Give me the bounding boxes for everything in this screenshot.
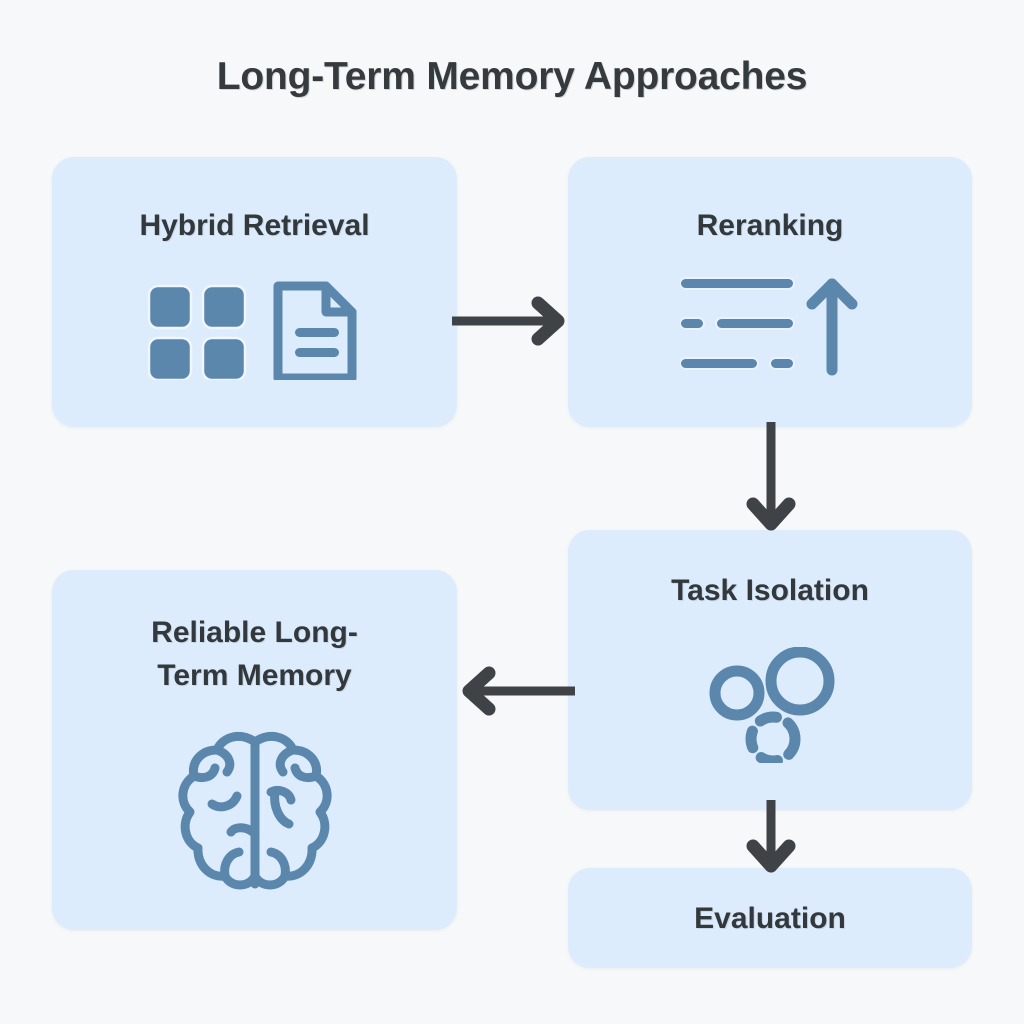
node-reliable-long-term-memory[interactable]: Reliable Long- Term Memory <box>52 570 457 930</box>
page-title: Long-Term Memory Approaches <box>216 55 808 98</box>
node-label-evaluation: Evaluation <box>694 902 846 935</box>
separated-circles-icon <box>568 645 972 765</box>
arrow-task-isolation-to-reliable-long-term-memory <box>455 662 577 720</box>
node-hybrid-retrieval[interactable]: Hybrid Retrieval <box>52 157 457 427</box>
sorted-lines-up-arrow-icon <box>568 269 972 379</box>
node-label-reranking: Reranking <box>696 209 844 242</box>
node-label-task-isolation: Task Isolation <box>671 574 869 607</box>
node-task-isolation[interactable]: Task Isolation <box>568 530 972 810</box>
node-evaluation[interactable]: Evaluation <box>568 868 972 968</box>
node-label-hybrid-retrieval: Hybrid Retrieval <box>139 209 370 242</box>
arrow-reranking-to-task-isolation <box>742 420 800 538</box>
node-reranking[interactable]: Reranking <box>568 157 972 427</box>
arrow-hybrid-retrieval-to-reranking <box>450 292 572 350</box>
arrow-task-isolation-to-evaluation <box>742 800 800 880</box>
node-label-reliable-long-term-memory: Reliable Long- Term Memory <box>151 616 358 692</box>
grid-document-icon <box>52 275 457 385</box>
brain-icon <box>52 725 457 900</box>
